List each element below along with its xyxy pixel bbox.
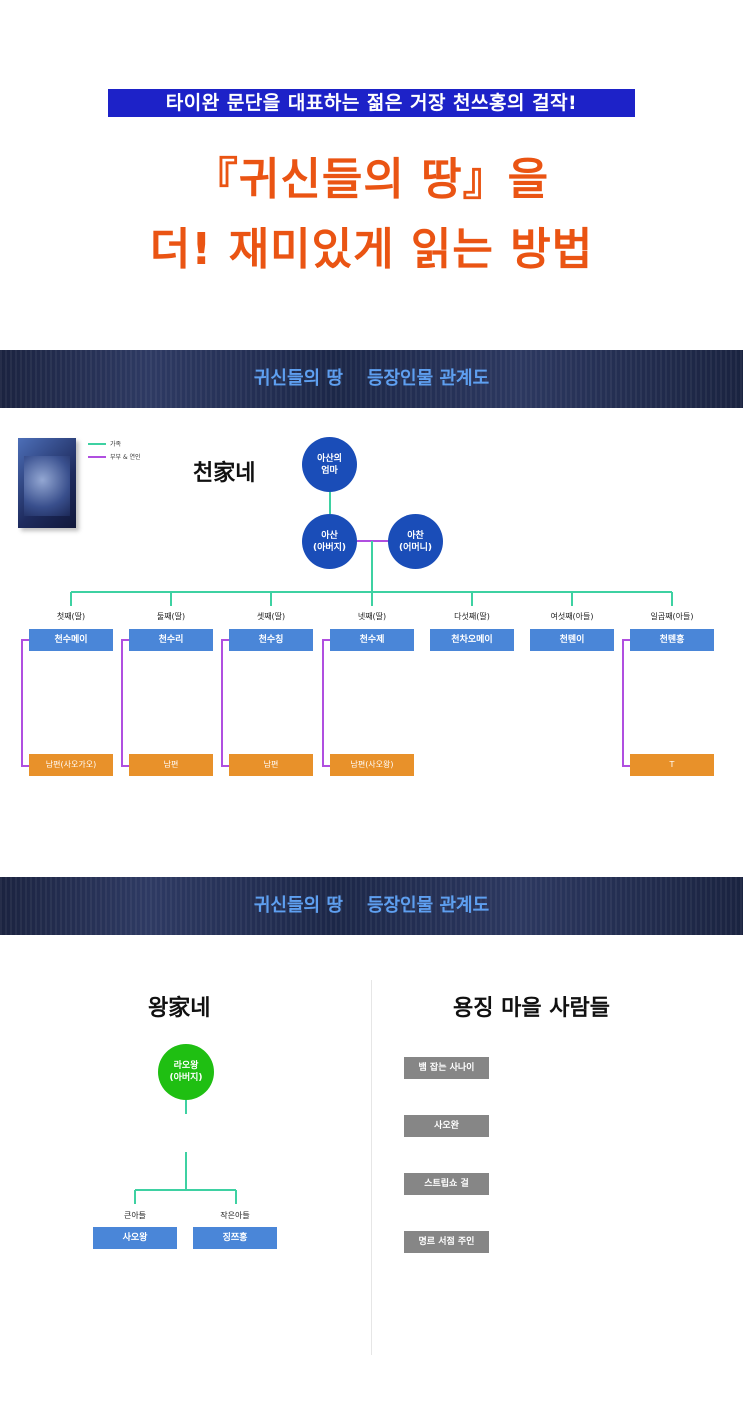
child-relation: 넷째(딸) <box>357 612 387 621</box>
village-person: 명르 서점 주인 <box>404 1231 489 1253</box>
legend-family-label: 가족 <box>110 441 122 448</box>
child-relation: 여섯째(아들) <box>550 612 594 621</box>
partner-box: 남편 <box>129 754 213 776</box>
village-person: 뱀 잡는 사나이 <box>404 1057 489 1079</box>
child-name: 천톈홍 <box>630 629 714 651</box>
son-relation: 큰아들 <box>123 1211 147 1220</box>
child-relation: 둘째(딸) <box>156 612 186 621</box>
node-father-asan: 아산 (아버지) <box>302 514 357 569</box>
child-relation: 다섯째(딸) <box>454 612 490 621</box>
child-relation: 셋째(딸) <box>256 612 286 621</box>
partner-box: 남편 <box>229 754 313 776</box>
banner-1-subtitle: 등장인물 관계도 <box>366 368 490 389</box>
village-title: 용징 마을 사람들 <box>453 995 610 1021</box>
wang-family-title: 왕家네 <box>148 995 211 1021</box>
son-name: 사오왕 <box>93 1227 177 1249</box>
child-relation: 일곱째(아들) <box>650 612 694 621</box>
partner-box: 남편(사오가오) <box>29 754 113 776</box>
son-relation: 작은아들 <box>220 1211 250 1220</box>
book-cover-image <box>18 438 76 528</box>
headline-line-1: 『귀신들의 땅』을 <box>193 154 550 205</box>
banner-2-subtitle: 등장인물 관계도 <box>366 895 490 916</box>
legend-couple-label: 부부 & 연인 <box>110 454 141 461</box>
son-name: 징쯔홍 <box>193 1227 277 1249</box>
node-grandmother: 아산의 엄마 <box>302 437 357 492</box>
section-divider <box>371 980 372 1355</box>
wang-family-connectors <box>134 1100 237 1204</box>
subtitle-banner: 타이완 문단을 대표하는 젊은 거장 천쓰홍의 걸작! <box>108 89 635 117</box>
legend-family-line <box>88 443 106 445</box>
village-person: 사오완 <box>404 1115 489 1137</box>
banner-1-title: 귀신들의 땅 <box>253 368 343 389</box>
child-name: 천수제 <box>330 629 414 651</box>
partner-box: T <box>630 754 714 776</box>
partner-box: 남편(사오왕) <box>330 754 414 776</box>
child-name: 천수리 <box>129 629 213 651</box>
child-name: 천수메이 <box>29 629 113 651</box>
legend-couple-line <box>88 456 106 458</box>
village-person: 스트립쇼 걸 <box>404 1173 489 1195</box>
child-relation: 첫째(딸) <box>56 612 86 621</box>
chen-family-title: 천家네 <box>193 460 256 486</box>
child-name: 천수칭 <box>229 629 313 651</box>
chen-family-connectors <box>21 488 673 767</box>
node-father-laowang: 라오왕 (아버지) <box>158 1044 214 1100</box>
child-name: 천톈이 <box>530 629 614 651</box>
headline-line-2: 더! 재미있게 읽는 방법 <box>149 224 594 275</box>
child-name: 천차오메이 <box>430 629 514 651</box>
section-banner-2: 귀신들의 땅 등장인물 관계도 <box>0 877 743 935</box>
node-mother-achan: 아찬 (어머니) <box>388 514 443 569</box>
section-banner-1: 귀신들의 땅 등장인물 관계도 <box>0 350 743 408</box>
banner-2-title: 귀신들의 땅 <box>253 895 343 916</box>
